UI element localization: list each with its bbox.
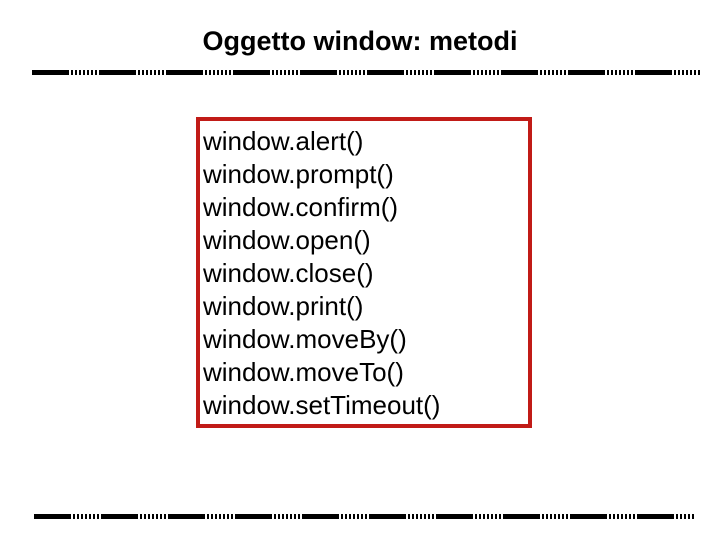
list-item: window.prompt()	[203, 159, 394, 189]
list-item: window.moveTo()	[203, 357, 404, 387]
footer-divider-bottom	[34, 514, 696, 519]
page-title: Oggetto window: metodi	[202, 26, 518, 56]
list-item: window.confirm()	[203, 192, 399, 222]
list-item: window.close()	[203, 258, 374, 288]
title-divider-top	[32, 70, 701, 75]
methods-list: window.alert() window.prompt() window.co…	[203, 125, 440, 422]
list-item: window.setTimeout()	[203, 390, 441, 420]
list-item: window.moveBy()	[203, 324, 407, 354]
methods-box: window.alert() window.prompt() window.co…	[196, 117, 532, 428]
list-item: window.alert()	[203, 126, 364, 156]
list-item: window.open()	[203, 225, 371, 255]
list-item: window.print()	[203, 291, 364, 321]
